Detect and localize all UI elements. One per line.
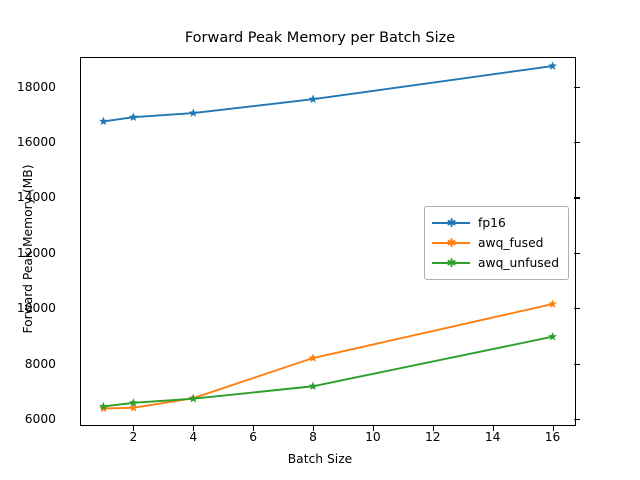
y-tick-label-10000: 10000 (16, 301, 56, 316)
legend-swatch-fp16: ✱ (432, 216, 470, 230)
y-tick-label-18000: 18000 (16, 79, 56, 94)
star-marker-icon: ✱ (446, 216, 457, 230)
series-line (103, 303, 553, 410)
legend-line-icon (432, 242, 470, 244)
data-point-marker (308, 381, 318, 391)
x-tick-mark (133, 425, 135, 431)
x-tick-mark (432, 425, 434, 431)
legend-label: awq_fused (478, 236, 544, 250)
data-point-marker (548, 332, 558, 341)
x-tick-label-8: 8 (309, 430, 317, 444)
series-awq_fused (98, 299, 558, 413)
data-point-marker (548, 61, 558, 70)
legend-item[interactable]: ✱ awq_unfused (432, 253, 559, 273)
y-tick-label-8000: 8000 (24, 356, 56, 371)
y-tick-mark (573, 363, 580, 365)
x-tick-label-10: 10 (365, 430, 381, 444)
x-tick-label-2: 2 (129, 430, 138, 444)
legend-label: fp16 (478, 216, 506, 230)
legend-line-icon (432, 222, 470, 224)
data-point-marker (308, 94, 318, 104)
legend-swatch-awq-unfused: ✱ (432, 256, 470, 270)
legend-item[interactable]: ✱ fp16 (432, 213, 559, 233)
legend-item[interactable]: ✱ awq_fused (432, 233, 559, 253)
x-axis-label: Batch Size (287, 452, 353, 466)
chart-title: Forward Peak Memory per Batch Size (184, 30, 456, 46)
series-canvas (98, 61, 558, 413)
star-marker-icon: ✱ (446, 236, 457, 250)
series-fp16 (98, 61, 558, 126)
data-point-marker (98, 116, 108, 126)
data-point-marker (548, 299, 558, 308)
x-tick-mark (552, 425, 554, 431)
y-tick-mark (573, 197, 580, 199)
x-tick-label-14: 14 (484, 430, 501, 444)
x-tick-mark (313, 425, 315, 431)
data-point-marker (128, 398, 138, 407)
x-tick-mark (492, 425, 494, 431)
legend: ✱ fp16 ✱ awq_fused ✱ awq_unfused (424, 206, 570, 280)
y-tick-label-12000: 12000 (16, 245, 56, 260)
y-tick-label-14000: 14000 (16, 190, 56, 205)
legend-swatch-awq-fused: ✱ (432, 236, 470, 250)
y-tick-label-16000: 16000 (16, 135, 56, 150)
y-tick-mark (573, 418, 580, 420)
x-tick-mark (193, 425, 195, 431)
x-tick-mark (253, 425, 255, 431)
plot-area (80, 57, 576, 426)
y-tick-mark (573, 86, 580, 88)
x-tick-label-16: 16 (544, 430, 561, 444)
x-tick-label-12: 12 (424, 430, 441, 444)
data-point-marker (188, 394, 198, 403)
y-tick-mark (573, 308, 580, 310)
y-tick-mark (573, 252, 580, 254)
star-marker-icon: ✱ (446, 256, 457, 270)
series-awq_unfused (98, 332, 558, 411)
series-line (103, 65, 553, 123)
x-tick-label-4: 4 (189, 430, 198, 444)
data-point-marker (308, 353, 318, 362)
data-point-marker (98, 401, 108, 411)
y-tick-label-6000: 6000 (24, 411, 56, 426)
x-tick-mark (372, 425, 374, 431)
series-line (103, 335, 553, 408)
data-point-marker (128, 112, 138, 122)
y-tick-mark (573, 142, 580, 144)
data-point-marker (188, 108, 198, 117)
data-point-marker (128, 403, 138, 412)
legend-label: awq_unfused (478, 256, 560, 270)
legend-line-icon (432, 262, 470, 264)
x-tick-label-6: 6 (249, 430, 258, 444)
